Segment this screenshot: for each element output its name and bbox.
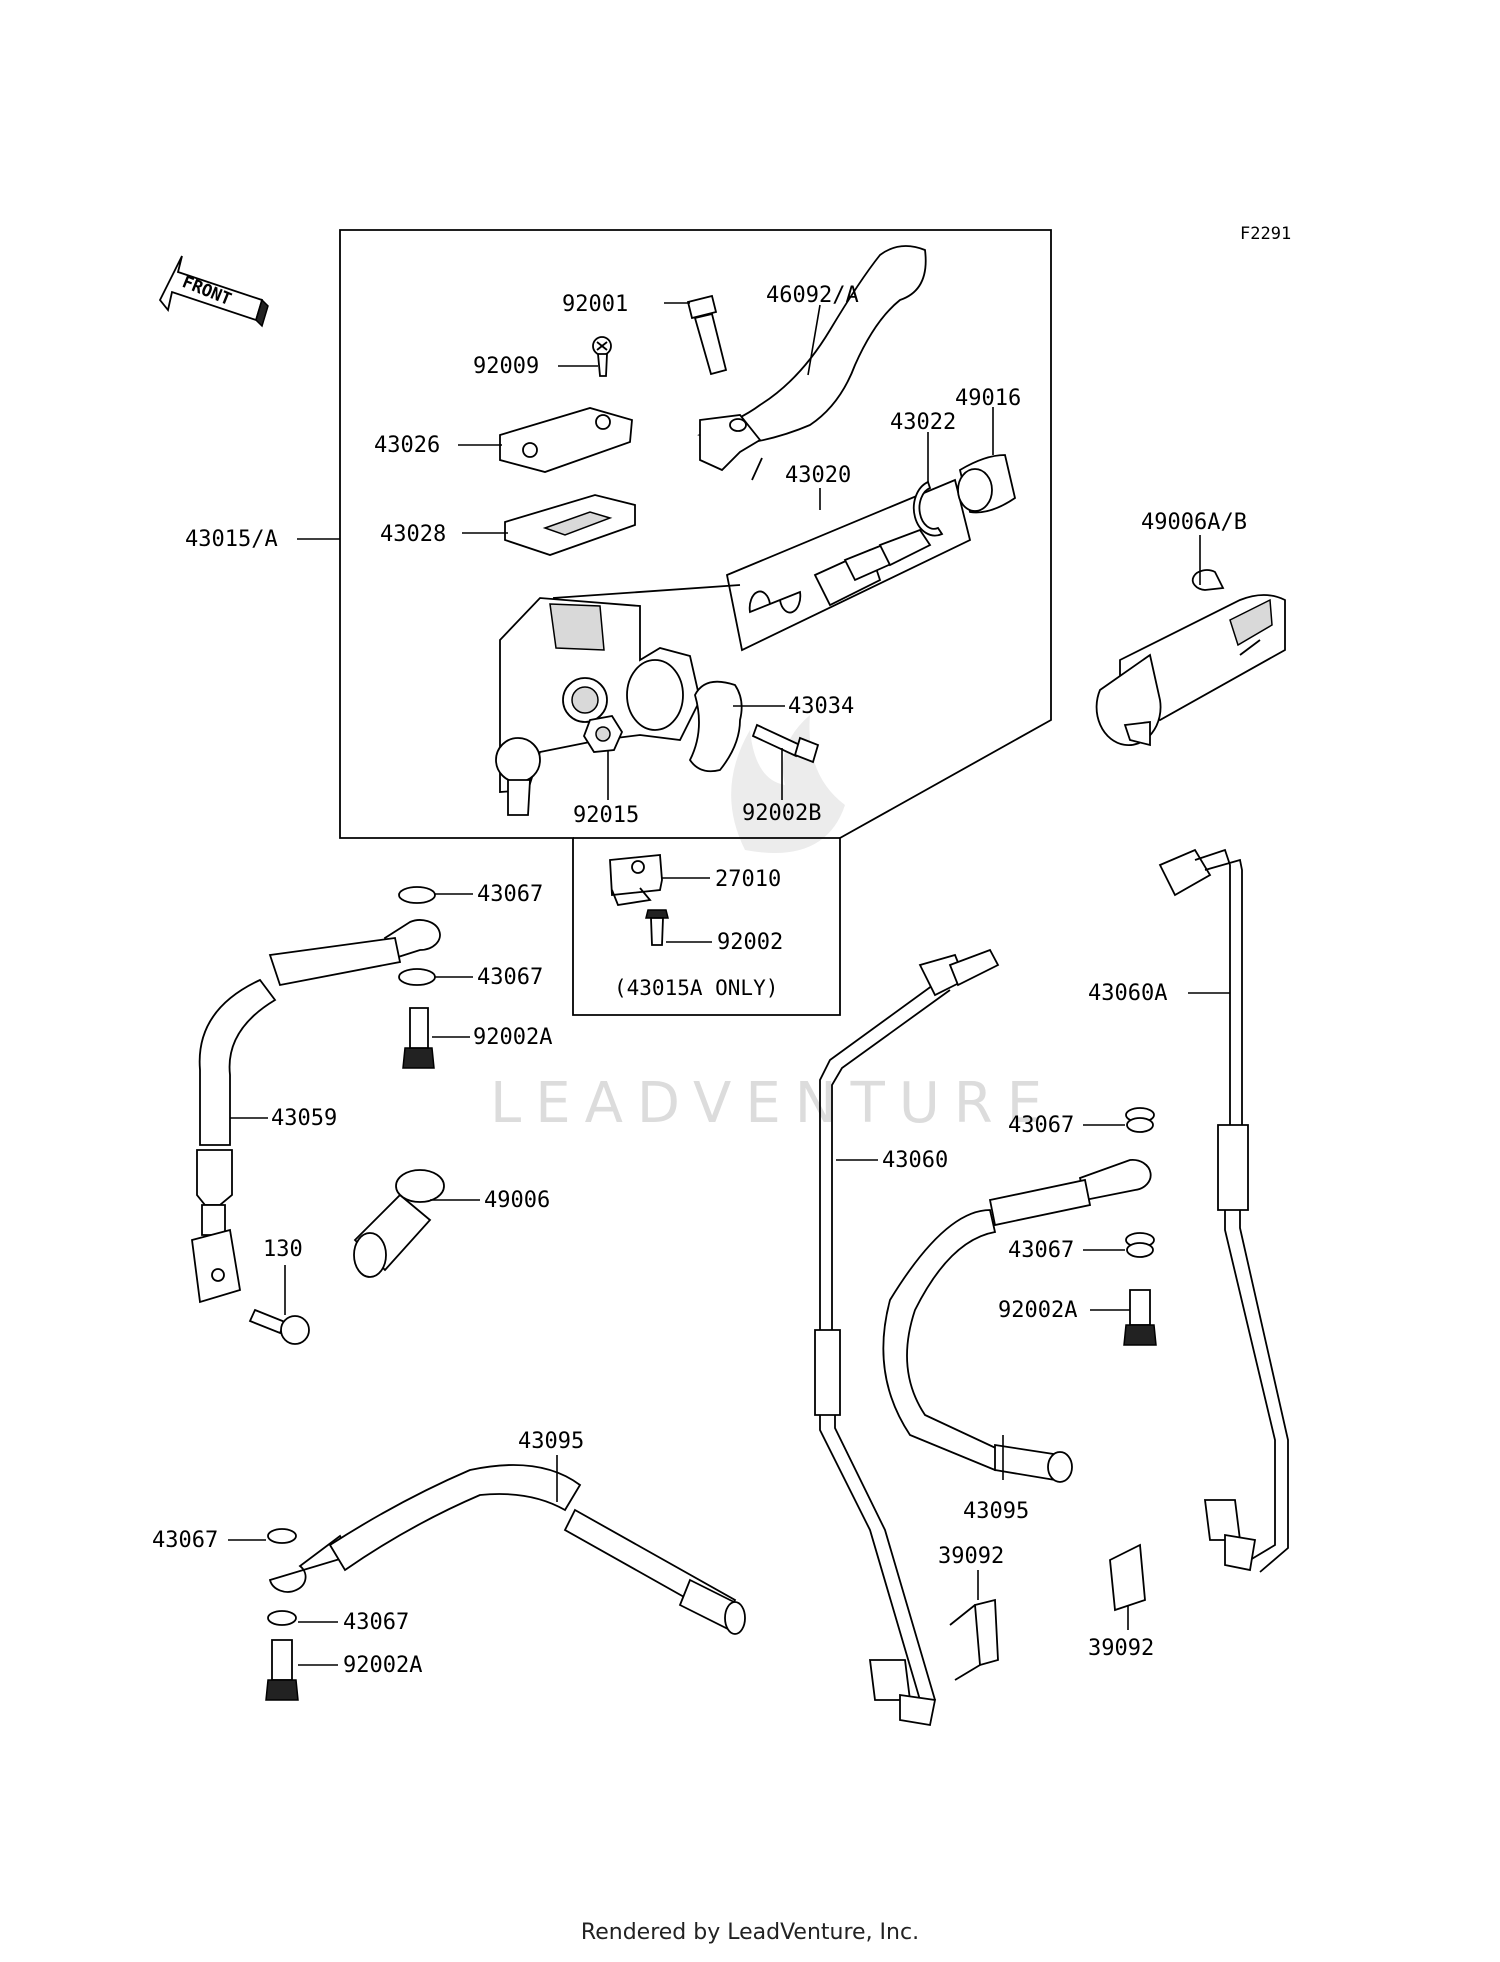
label-43067-mid: 43067: [477, 965, 543, 990]
clip-39092-right: [1109, 1543, 1146, 1612]
label-43034: 43034: [788, 694, 854, 719]
brake-pipe-43060A: [1158, 848, 1289, 1573]
screw-92002: [645, 909, 669, 946]
label-43095-left: 43095: [518, 1429, 584, 1454]
watermark-text: LEADVENTURE: [490, 1071, 1056, 1136]
label-92009: 92009: [473, 354, 539, 379]
label-43067-top: 43067: [477, 882, 543, 907]
label-43067-bottom-mid: 43067: [343, 1610, 409, 1635]
piston-kit: [725, 478, 972, 652]
reservoir-diaphragm: [504, 494, 636, 556]
circlip: [912, 480, 944, 537]
label-49006A-B: 49006A/B: [1141, 510, 1247, 535]
label-92001: 92001: [562, 292, 628, 317]
label-43028: 43028: [380, 522, 446, 547]
brake-lever: [697, 245, 927, 472]
figure-id: F2291: [1240, 224, 1291, 244]
label-43020: 43020: [785, 463, 851, 488]
label-43067-right-mid: 43067: [1008, 1238, 1074, 1263]
bolt-92001: [686, 294, 728, 376]
label-39092-right: 39092: [1088, 1636, 1154, 1661]
label-92015: 92015: [573, 803, 639, 828]
label-49006: 49006: [484, 1188, 550, 1213]
banjo-bolt-92002A-left: [402, 1007, 435, 1069]
dust-boot: [957, 454, 1017, 514]
bolt-92002B: [751, 723, 820, 764]
label-43095-right: 43095: [963, 1499, 1029, 1524]
reservoir-49006AB: [1095, 569, 1286, 747]
label-43059: 43059: [271, 1106, 337, 1131]
banjo-bolt-92002A-bottom: [265, 1639, 299, 1701]
front-arrow-icon: FRONT: [158, 255, 269, 328]
master-cylinder-body: [495, 597, 701, 816]
handlebar-clamp: [688, 680, 743, 773]
label-92002B: 92002B: [742, 801, 821, 826]
label-43026: 43026: [374, 433, 440, 458]
label-92002A-left: 92002A: [473, 1025, 552, 1050]
screw-92009: [592, 336, 612, 377]
hose-43059: [191, 886, 441, 1304]
banjo-bolt-92002A-right: [1123, 1289, 1157, 1346]
hose-43095-left: [267, 1464, 746, 1635]
washers-43067: [1126, 1117, 1154, 1258]
footer-credit: Rendered by LeadVenture, Inc.: [580, 1920, 920, 1945]
nut-92015: [583, 715, 624, 753]
note-43015A-only: (43015A ONLY): [614, 976, 778, 1000]
bolt-130: [248, 1308, 310, 1345]
label-43022: 43022: [890, 410, 956, 435]
label-43067-bottom-top: 43067: [152, 1528, 218, 1553]
label-49016: 49016: [955, 386, 1021, 411]
fitting-49006: [353, 1169, 445, 1278]
label-43067-right-top: 43067: [1008, 1113, 1074, 1138]
label-43060: 43060: [882, 1148, 948, 1173]
brake-pipe-43060: [814, 948, 1000, 1727]
label-92002: 92002: [717, 930, 783, 955]
label-27010: 27010: [715, 867, 781, 892]
clip-39092-left: [949, 1598, 999, 1681]
hose-43095-right: [882, 1107, 1155, 1483]
assembly-box: [339, 229, 1052, 1016]
label-39092-left: 39092: [938, 1544, 1004, 1569]
label-130: 130: [263, 1237, 303, 1262]
label-43060A: 43060A: [1088, 981, 1167, 1006]
reservoir-cap: [499, 407, 633, 473]
label-43015-A: 43015/A: [185, 527, 278, 552]
watermark: LEADVENTURE: [490, 715, 1056, 1136]
label-92002A-bottom: 92002A: [343, 1653, 422, 1678]
label-46092-A: 46092/A: [766, 283, 859, 308]
leader-lines: [228, 302, 1230, 1666]
brake-switch: [609, 854, 663, 906]
label-92002A-right: 92002A: [998, 1298, 1077, 1323]
part-labels: 92001 46092/A 92009 43026 43028 43015/A …: [152, 283, 1247, 1678]
